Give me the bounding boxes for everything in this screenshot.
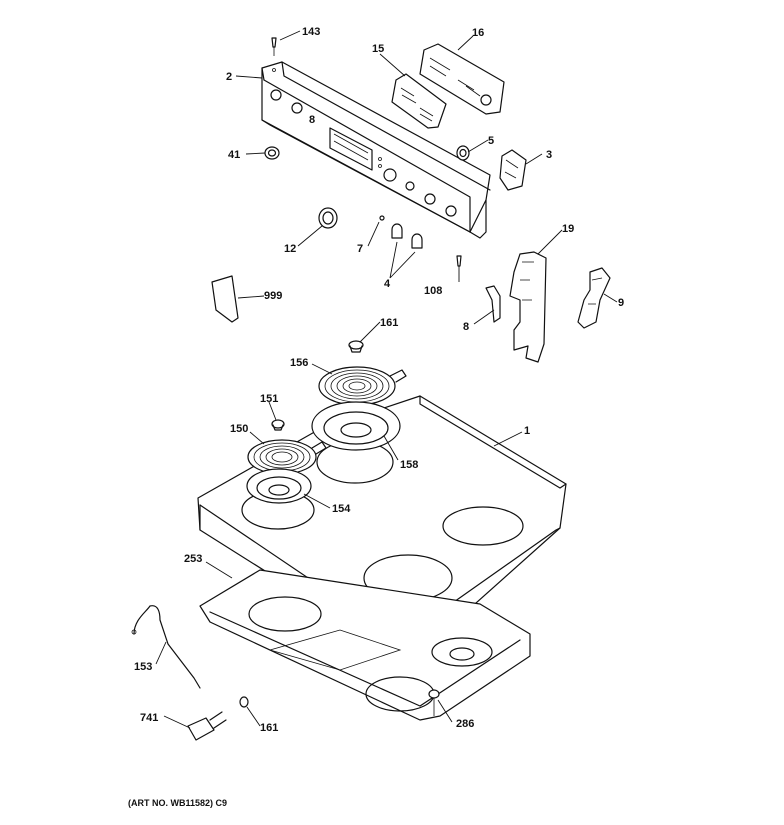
label-7: 7	[357, 243, 363, 255]
label-253: 253	[184, 553, 202, 565]
drip-pan-158	[311, 401, 401, 451]
label-19: 19	[562, 223, 574, 235]
terminal-block-741	[187, 711, 227, 741]
callout-labels: 143 2 15 16 41 5 3 12 7 4 108 19 999 8 9…	[134, 26, 624, 734]
burner-156	[318, 366, 407, 406]
panel-marking: 8	[309, 114, 315, 126]
label-158: 158	[400, 459, 418, 471]
label-741: 741	[140, 712, 158, 724]
knobs-4	[391, 223, 423, 249]
bracket-19	[509, 251, 547, 363]
art-number-footer: (ART NO. WB11582) C9	[128, 798, 227, 808]
label-9: 9	[618, 297, 624, 309]
label-143: 143	[302, 26, 320, 38]
label-1: 1	[524, 425, 530, 437]
label-154: 154	[332, 503, 351, 515]
label-156: 156	[290, 357, 308, 369]
grommet-151	[271, 419, 285, 431]
label-3: 3	[546, 149, 552, 161]
label-4: 4	[384, 278, 391, 290]
label-12: 12	[284, 243, 296, 255]
leader-lines	[155, 30, 618, 729]
screw-108	[456, 255, 462, 267]
label-108: 108	[424, 285, 442, 297]
board-16	[419, 43, 505, 115]
board-15	[391, 73, 447, 129]
label-41: 41	[228, 149, 240, 161]
label-153: 153	[134, 661, 152, 673]
screw-7	[379, 215, 385, 221]
bracket-9	[577, 267, 611, 329]
control-panel	[261, 61, 491, 239]
label-161-top: 161	[380, 317, 398, 329]
screw-286	[428, 689, 440, 716]
label-286: 286	[456, 718, 474, 730]
knob-5	[456, 145, 470, 161]
label-15: 15	[372, 43, 384, 55]
label-999: 999	[264, 290, 282, 302]
label-5: 5	[488, 135, 494, 147]
screw-161-bottom	[239, 696, 249, 708]
literature-999	[211, 275, 239, 323]
label-2: 2	[226, 71, 232, 83]
grommet-161-top	[348, 340, 364, 353]
label-16: 16	[472, 27, 484, 39]
knob-12	[318, 207, 338, 229]
screw-143	[271, 37, 277, 56]
wire-153	[131, 605, 201, 689]
clip-8	[485, 285, 501, 323]
burner-box	[199, 569, 531, 721]
part-3	[499, 149, 527, 191]
label-161-bottom: 161	[260, 722, 278, 734]
label-150: 150	[230, 423, 248, 435]
label-8: 8	[463, 321, 469, 333]
knob-41	[264, 146, 280, 160]
drip-pan-154	[246, 468, 312, 504]
label-151: 151	[260, 393, 278, 405]
